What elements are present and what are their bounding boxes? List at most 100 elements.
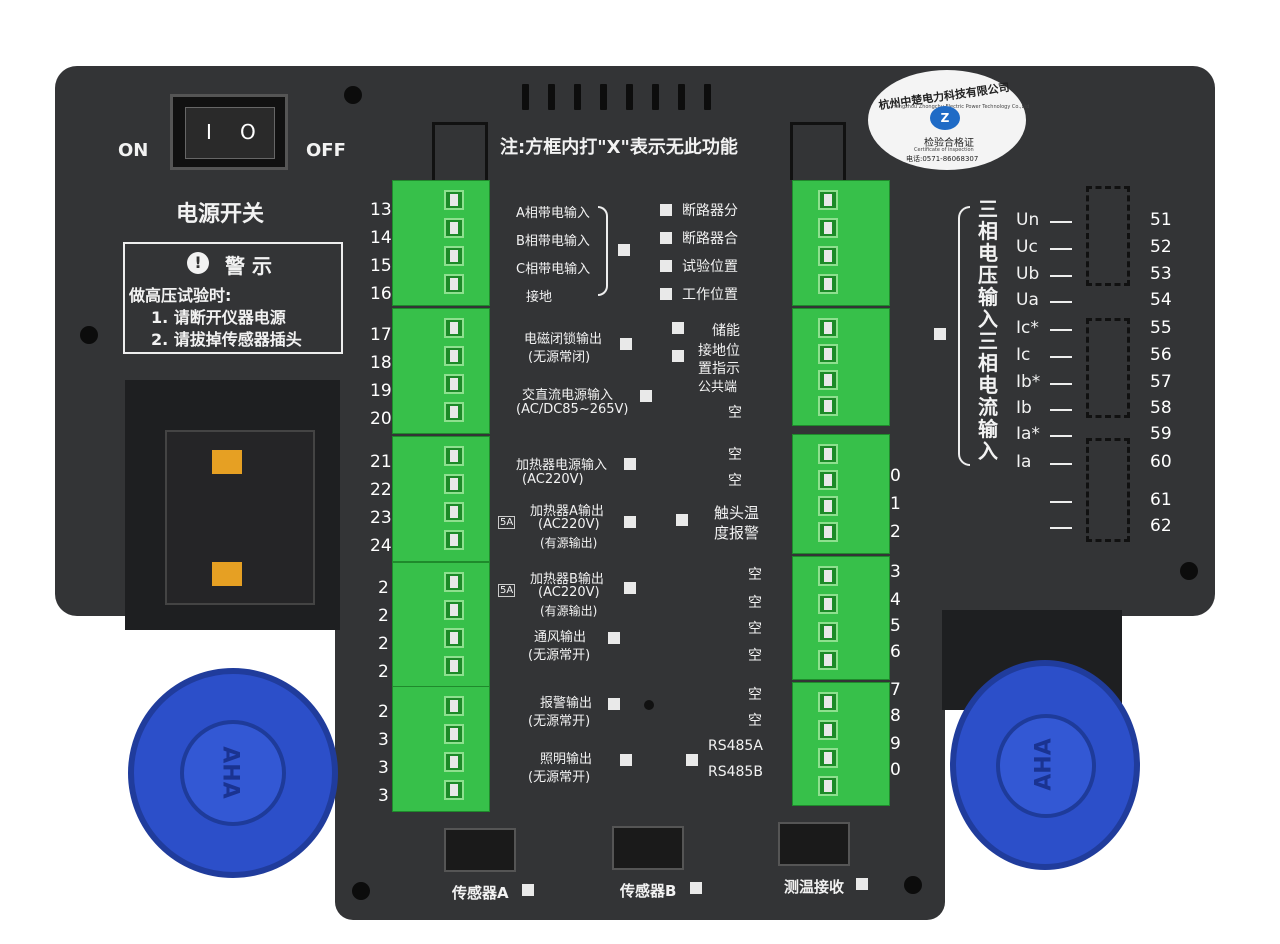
status-led [644,700,654,710]
terminal-screw[interactable] [444,402,464,422]
note-text: 注:方框内打"X"表示无此功能 [500,137,738,158]
checkbox-square [620,338,632,350]
terminal-label: (有源输出) [540,604,598,618]
sensor-a-connector[interactable] [444,828,516,872]
terminal-number: 5 [890,616,901,636]
terminal-number: 0 [890,760,901,780]
terminal-screw[interactable] [818,396,838,416]
terminal-screw[interactable] [444,502,464,522]
terminal-screw[interactable] [818,522,838,542]
terminal-screw[interactable] [444,246,464,266]
terminal-label: 工作位置 [682,287,738,303]
terminal-screw[interactable] [818,444,838,464]
terminal-label: (无源常闭) [528,350,591,365]
power-rocker-switch[interactable]: I O [170,94,288,170]
terminal-screw[interactable] [444,572,464,592]
checkbox-square [608,632,620,644]
terminal-number: 3 [890,562,901,582]
terminal-screw[interactable] [818,594,838,614]
terminal-screw[interactable] [444,446,464,466]
left-blue-connector-knob[interactable]: AHA [128,668,338,878]
terminal-number: 3 [378,730,389,750]
terminal-label: (AC/DC85~265V) [516,402,629,417]
terminal-label: A相带电输入 [516,206,590,221]
terminal-number: 62 [1150,516,1172,536]
terminal-screw[interactable] [444,374,464,394]
terminal-label: (有源输出) [540,536,598,550]
terminal-screw[interactable] [818,622,838,642]
terminal-number: 3 [378,758,389,778]
terminal-block-1 [392,180,490,306]
checkbox-square [624,582,636,594]
terminal-screw[interactable] [818,650,838,670]
terminal-screw[interactable] [444,346,464,366]
terminal-screw[interactable] [818,566,838,586]
checkbox-square [660,260,672,272]
terminal-screw[interactable] [444,656,464,676]
terminal-screw[interactable] [818,344,838,364]
terminal-label: 空 [748,621,762,637]
terminal-number: 59 [1150,424,1172,444]
terminal-label: 空 [728,473,742,489]
terminal-screw[interactable] [818,470,838,490]
phase-label: Ic [1016,345,1031,365]
terminal-screw[interactable] [444,752,464,772]
terminal-screw[interactable] [818,692,838,712]
terminal-block-2 [392,308,490,434]
terminal-number: 1 [890,494,901,514]
terminal-label: C相带电输入 [516,262,591,277]
terminal-number: 22 [370,480,392,500]
terminal-label: (无源常开) [528,770,591,785]
terminal-number: 14 [370,228,392,248]
terminal-block-r1 [792,180,890,306]
seal-cert: 检验合格证 [924,138,974,149]
terminal-screw[interactable] [818,776,838,796]
terminal-screw[interactable] [444,724,464,744]
terminal-screw[interactable] [444,218,464,238]
terminal-label: 空 [748,713,762,729]
checkbox-square [672,322,684,334]
terminal-screw[interactable] [444,628,464,648]
terminal-screw[interactable] [818,246,838,266]
warning-line: 2. 请拔掉传感器插头 [151,330,302,349]
terminal-number: 3 [378,786,389,806]
terminal-screw[interactable] [818,190,838,210]
terminal-number: 2 [378,606,389,626]
terminal-number: 2 [890,522,901,542]
right-blue-connector-knob[interactable]: AHA [950,660,1140,870]
fuse-label: 5A [498,516,516,529]
terminal-screw[interactable] [444,274,464,294]
terminal-number: 18 [370,353,392,373]
warning-box: ! 警 示 做高压试验时: 1. 请断开仪器电源 2. 请拔掉传感器插头 [123,242,343,354]
sensor-b-connector[interactable] [612,826,684,870]
terminal-label: 报警输出 [540,696,593,711]
terminal-number: 23 [370,508,392,528]
terminal-screw[interactable] [818,274,838,294]
terminal-number: 2 [378,662,389,682]
terminal-screw[interactable] [444,190,464,210]
checkbox-square [660,204,672,216]
terminal-label: 空 [728,405,742,421]
terminal-number: 21 [370,452,392,472]
terminal-screw[interactable] [444,474,464,494]
terminal-screw[interactable] [444,530,464,550]
checkbox-square [690,882,702,894]
terminal-screw[interactable] [444,318,464,338]
terminal-screw[interactable] [818,496,838,516]
frame-box [1086,318,1130,418]
terminal-screw[interactable] [818,720,838,740]
terminal-screw[interactable] [818,218,838,238]
terminal-screw[interactable] [444,600,464,620]
checkbox-square [934,328,946,340]
terminal-label: 照明输出 [540,752,593,767]
terminal-screw[interactable] [818,318,838,338]
checkbox-square [624,458,636,470]
terminal-screw[interactable] [818,748,838,768]
temp-receive-connector[interactable] [778,822,850,866]
terminal-screw[interactable] [444,780,464,800]
terminal-label: 空 [748,687,762,703]
checkbox-square [640,390,652,402]
warning-title: 警 示 [225,254,272,278]
terminal-screw[interactable] [818,370,838,390]
terminal-screw[interactable] [444,696,464,716]
